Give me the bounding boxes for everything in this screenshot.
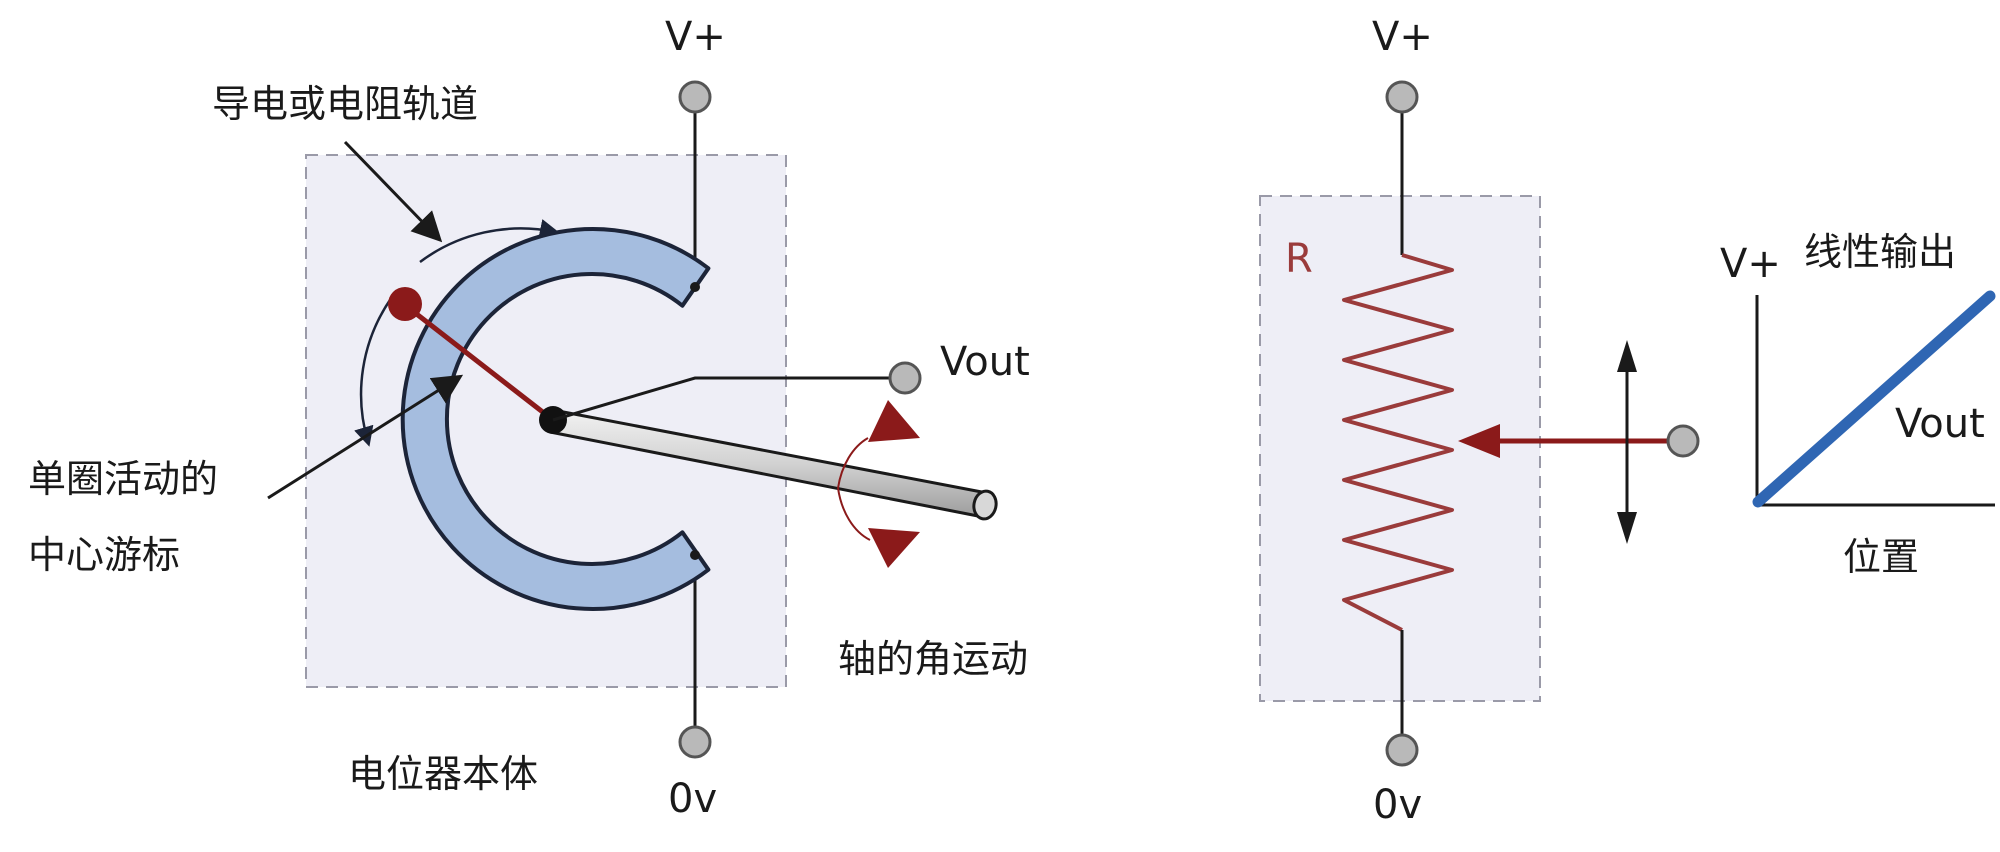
vout-terminal-left [888, 361, 922, 395]
ground-terminal-left [678, 725, 712, 759]
wiper-label-line2: 中心游标 [28, 533, 180, 577]
vplus-terminal-left [678, 80, 712, 114]
zero-v-label-right: 0v [1373, 782, 1422, 828]
rotation-arrowhead-lower [868, 528, 920, 568]
shaft-motion-label: 轴的角运动 [838, 637, 1028, 681]
wiper-travel-arrowhead-up [1617, 340, 1637, 372]
resistor-label: R [1285, 236, 1313, 282]
track-flow-arrow-side [354, 299, 392, 447]
vplus-label-left: V+ [665, 14, 726, 60]
right-schematic: V+ R 0v [1259, 14, 1700, 828]
resistor-zigzag [1342, 253, 1454, 632]
graph-title: 线性输出 [1804, 230, 1956, 274]
linear-output-graph: V+ 线性输出 Vout 位置 [1720, 230, 1996, 579]
graph-x-label: 位置 [1843, 535, 1919, 579]
track-pointer-arrow [343, 140, 443, 243]
vplus-terminal-right [1385, 80, 1419, 114]
track-label: 导电或电阻轨道 [212, 82, 478, 126]
track-flow-arrow-top [419, 219, 560, 264]
wiper-travel-arrowhead-down [1617, 512, 1637, 544]
resistive-track [400, 227, 711, 611]
vout-label-left: Vout [940, 339, 1030, 385]
wiper-pointer-arrow [267, 374, 464, 500]
graph-line-label: Vout [1895, 401, 1985, 447]
ground-terminal-right [1385, 733, 1419, 767]
zero-v-label-left: 0v [668, 776, 717, 822]
left-potentiometer: V+ 0v Vout 导电或电阻轨道 [28, 14, 1030, 822]
rotation-arc-lower [837, 487, 871, 541]
track-end-dot-bottom [690, 550, 700, 560]
body-label: 电位器本体 [348, 752, 538, 796]
graph-y-label: V+ [1720, 241, 1781, 287]
wiper-contact [388, 287, 422, 321]
wiper-label-line1: 单圈活动的 [28, 457, 218, 501]
rotation-arrowhead-upper [868, 400, 920, 442]
vout-wire-left [552, 376, 905, 422]
wiper-terminal-right [1666, 424, 1700, 458]
wiper-arm [403, 303, 555, 422]
wiper-arrowhead-right [1458, 424, 1500, 458]
vplus-label-right: V+ [1372, 14, 1433, 60]
track-end-dot-top [690, 282, 700, 292]
shaft-end [972, 489, 998, 521]
rotation-arc-upper [837, 437, 869, 489]
graph-output-line [1752, 290, 1996, 508]
